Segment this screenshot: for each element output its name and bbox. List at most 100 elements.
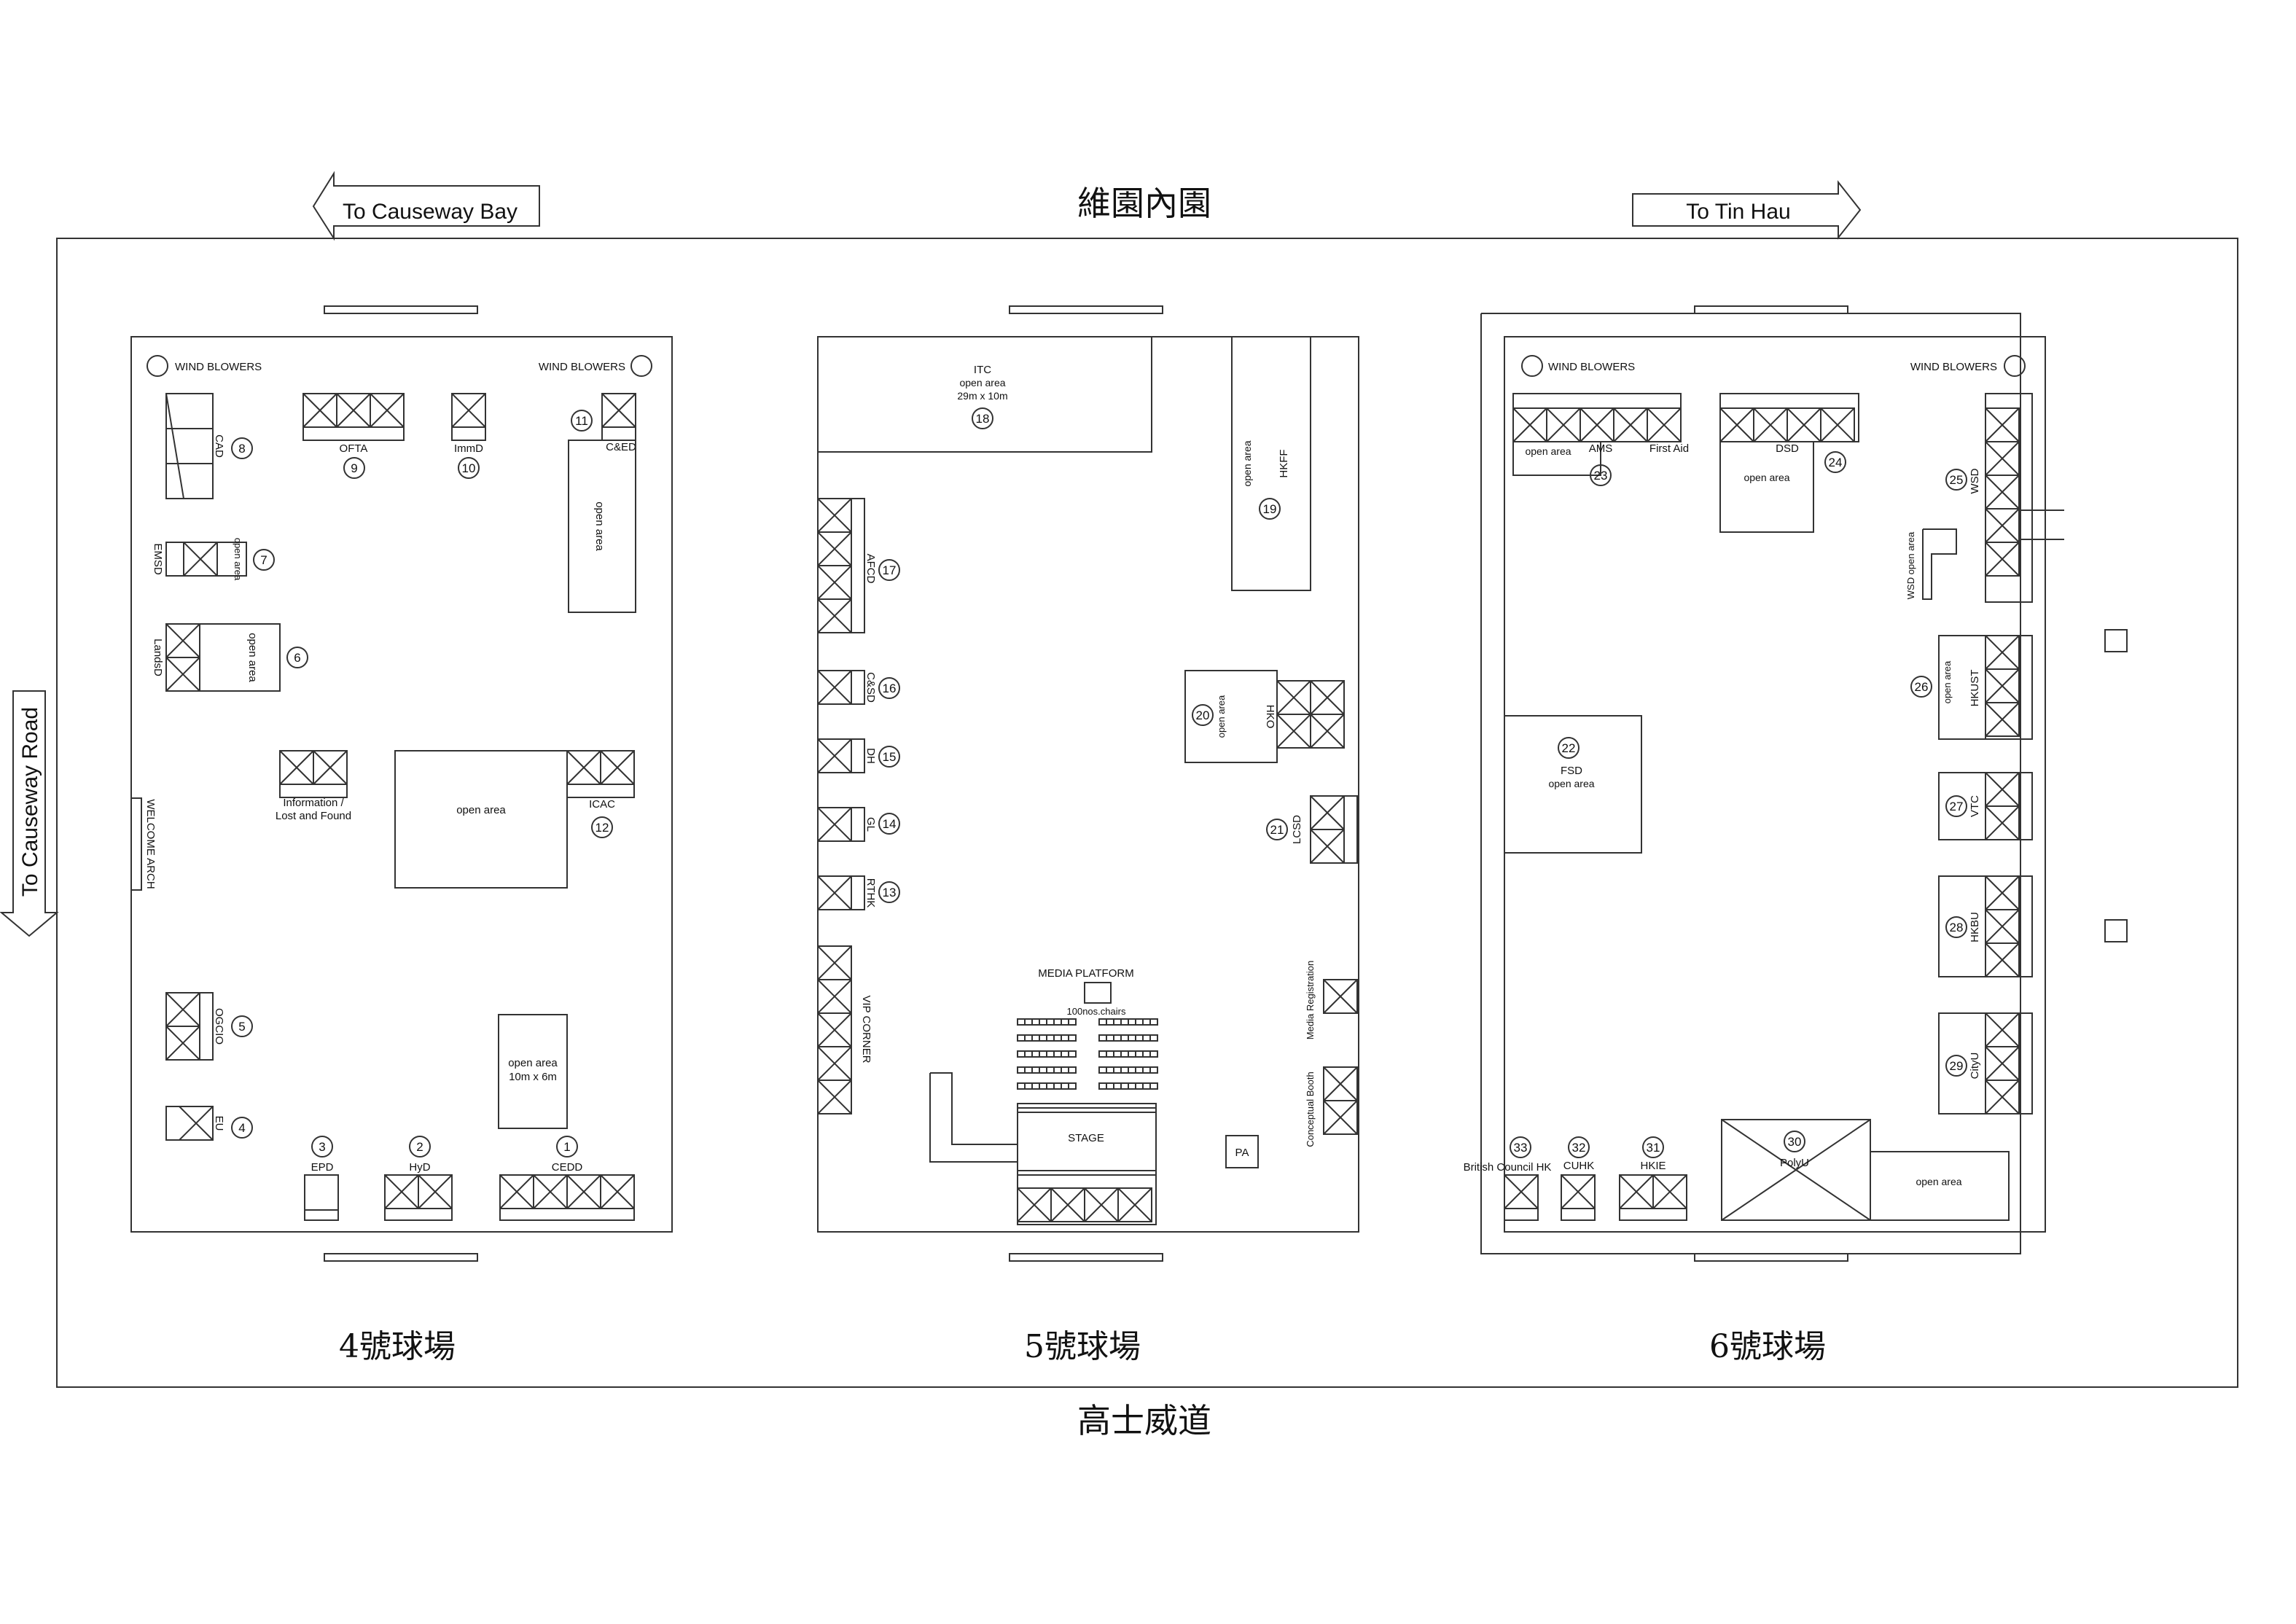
svg-text:open area: open area — [233, 538, 243, 581]
wind-blower-icon — [1521, 355, 1543, 377]
wind-blower-icon — [2004, 355, 2026, 377]
vip-corner: VIP CORNER — [817, 945, 872, 1114]
svg-text:25: 25 — [1950, 473, 1964, 487]
svg-text:100nos.chairs: 100nos.chairs — [1067, 1006, 1126, 1017]
svg-text:open area: open area — [1241, 440, 1253, 486]
booth-28-hkbu: HKBU 28 — [1938, 875, 2033, 977]
arrow-to-tin-hau: To Tin Hau — [1632, 180, 1862, 240]
site-boundary — [56, 238, 2238, 1388]
pitch-6-label: 6號球場 — [1709, 1328, 1826, 1365]
wsd-open-area: WSD open area — [1905, 528, 1957, 600]
booth-23-ams: open area AMS First Aid 23 — [1512, 393, 1689, 486]
svg-text:FSD: FSD — [1561, 765, 1582, 777]
svg-text:WSD open area: WSD open area — [1905, 531, 1916, 599]
svg-text:28: 28 — [1950, 921, 1964, 934]
arrow-to-causeway-bay: To Causeway Bay — [312, 171, 540, 241]
svg-text:MEDIA PLATFORM: MEDIA PLATFORM — [1038, 967, 1133, 980]
booth-16-csd: C&SD 16 — [817, 670, 900, 705]
svg-text:Information /: Information / — [283, 797, 344, 809]
svg-text:C&SD: C&SD — [864, 672, 877, 703]
booth-24-dsd: DSD open area 24 — [1719, 393, 1859, 533]
svg-text:Conceptual Booth: Conceptual Booth — [1305, 1071, 1316, 1147]
svg-text:open area: open area — [246, 633, 259, 682]
svg-text:31: 31 — [1647, 1141, 1660, 1155]
pitch-6: 6號球場 WIND BLOWERS WIND BLOWERS open area… — [1464, 313, 2128, 1365]
site-title: 維園內園 — [1077, 184, 1211, 223]
svg-text:DSD: DSD — [1776, 442, 1799, 455]
svg-text:HKIE: HKIE — [1640, 1160, 1666, 1172]
svg-text:33: 33 — [1514, 1141, 1528, 1155]
svg-text:19: 19 — [1263, 502, 1277, 516]
booth-19-hkff: open area HKFF 19 — [1231, 336, 1311, 591]
svg-text:VTC: VTC — [1969, 795, 1981, 817]
svg-text:WIND BLOWERS: WIND BLOWERS — [1548, 361, 1635, 373]
svg-text:EU: EU — [213, 1116, 225, 1131]
svg-text:32: 32 — [1572, 1141, 1586, 1155]
svg-text:PolyU: PolyU — [1780, 1157, 1809, 1169]
svg-text:ITC: ITC — [974, 364, 991, 376]
booth-21-lcsd: LCSD 21 — [1266, 795, 1358, 864]
svg-text:21: 21 — [1270, 823, 1284, 837]
information-lost-and-found: Information / Lost and Found — [276, 750, 351, 822]
svg-text:CUHK: CUHK — [1563, 1160, 1595, 1172]
svg-text:6: 6 — [294, 651, 300, 665]
svg-text:5: 5 — [238, 1020, 245, 1034]
svg-text:CAD: CAD — [213, 434, 225, 458]
svg-text:ImmD: ImmD — [454, 442, 483, 455]
svg-text:Lost and Found: Lost and Found — [276, 810, 351, 822]
booth-2-hyd: 2 HyD — [384, 1136, 453, 1221]
svg-text:23: 23 — [1594, 469, 1608, 483]
booth-3-epd: 3 EPD — [304, 1136, 339, 1221]
booth-9-ofta: OFTA 9 — [302, 393, 405, 479]
open-area-10m-x-6m: open area 10m x 6m — [498, 1014, 568, 1129]
svg-text:29m x 10m: 29m x 10m — [957, 390, 1007, 402]
arrow-to-causeway-road: To Causeway Road — [0, 690, 59, 937]
svg-text:11: 11 — [575, 414, 588, 428]
svg-text:27: 27 — [1950, 800, 1964, 813]
svg-text:open area: open area — [456, 804, 506, 816]
booth-17-afcd: AFCD 17 — [817, 498, 900, 633]
svg-text:10: 10 — [462, 461, 476, 475]
open-area-center-4: open area — [394, 750, 568, 889]
booth-15-dh: DH 15 — [817, 738, 900, 773]
pitch-5: 5號球場 ITC open area 29m x 10m 18 open are… — [817, 336, 1359, 1365]
svg-text:OGCIO: OGCIO — [213, 1008, 225, 1045]
svg-text:LCSD: LCSD — [1291, 815, 1303, 844]
svg-text:open area: open area — [1548, 778, 1594, 789]
wind-blower-icon — [147, 355, 168, 377]
booth-11-ced: C&ED 11 open area — [568, 393, 636, 613]
svg-text:12: 12 — [596, 821, 609, 835]
svg-text:4: 4 — [238, 1121, 245, 1135]
svg-text:14: 14 — [883, 817, 897, 831]
svg-text:LandsD: LandsD — [152, 639, 164, 676]
svg-text:HKFF: HKFF — [1278, 449, 1290, 477]
svg-text:VIP CORNER: VIP CORNER — [860, 995, 872, 1063]
conceptual-booth: Conceptual Booth — [1305, 1066, 1358, 1147]
media-registration: Media Registration — [1305, 961, 1358, 1039]
svg-text:15: 15 — [883, 750, 897, 764]
bottom-road-label: 高士威道 — [1077, 1401, 1211, 1440]
svg-text:AMS: AMS — [1589, 442, 1613, 455]
svg-text:open area: open area — [1525, 445, 1571, 457]
svg-text:WSD: WSD — [1969, 468, 1981, 493]
svg-text:open area: open area — [508, 1057, 558, 1069]
booth-27-vtc: VTC 27 — [1938, 772, 2033, 840]
svg-text:WIND BLOWERS: WIND BLOWERS — [1910, 361, 1997, 373]
svg-text:WELCOME ARCH: WELCOME ARCH — [144, 799, 157, 889]
svg-text:24: 24 — [1829, 456, 1843, 469]
booth-14-gl: GL 14 — [817, 807, 900, 842]
svg-text:EPD: EPD — [311, 1161, 334, 1174]
pitch-4-label: 4號球場 — [339, 1328, 456, 1365]
svg-text:C&ED: C&ED — [606, 441, 636, 453]
svg-text:1: 1 — [563, 1140, 570, 1154]
svg-text:WIND BLOWERS: WIND BLOWERS — [539, 361, 625, 373]
svg-text:HyD: HyD — [409, 1161, 430, 1174]
wind-blower-icon — [630, 355, 652, 377]
svg-text:To Causeway Road: To Causeway Road — [18, 707, 42, 897]
booth-25-wsd: WSD 25 — [1945, 393, 2033, 603]
svg-text:open area: open area — [593, 501, 606, 551]
pitch-4: 4號球場 WIND BLOWERS WIND BLOWERS CAD 8 OFT… — [130, 336, 673, 1365]
svg-text:open area: open area — [1916, 1176, 1961, 1187]
booth-4-eu: EU 4 — [165, 1106, 253, 1141]
